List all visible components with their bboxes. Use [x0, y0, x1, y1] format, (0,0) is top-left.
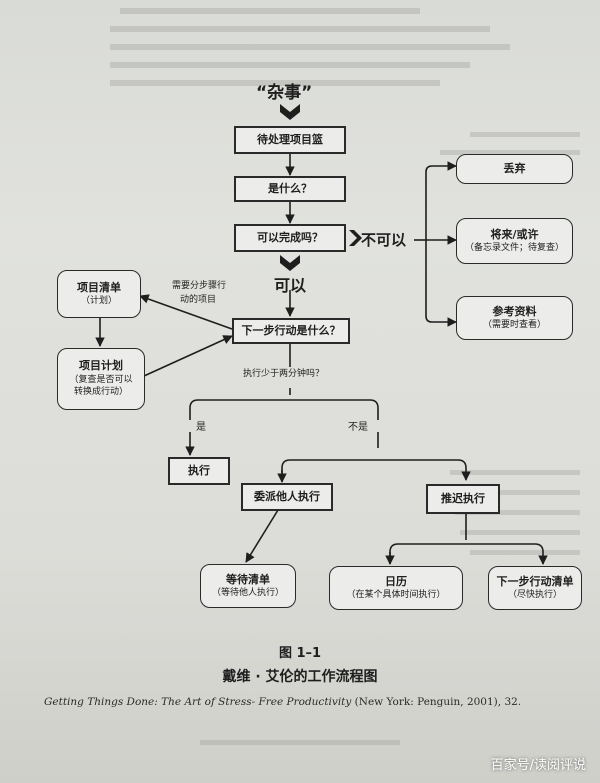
inbox-box: 待处理项目篮 [234, 126, 346, 154]
two-minutes-question: 执行少于两分钟吗？ [243, 369, 325, 379]
waiting-sublabel: （等待他人执行） [211, 588, 284, 599]
next-action-box: 下一步行动是什么？ [232, 318, 350, 344]
trash-box: 丢弃 [456, 154, 573, 184]
chevron-right-icon [349, 230, 362, 246]
calendar-sublabel: （在某个具体时间执行） [346, 590, 446, 601]
source-book-title: Getting Things Done: The Art of Stress- … [44, 696, 352, 708]
projects-label: 项目清单 [77, 280, 121, 294]
someday-sublabel: （备忘录文件；待复查） [464, 243, 564, 254]
next-actions-sublabel: （尽快执行） [507, 590, 562, 601]
diagram-title: “杂事” [256, 83, 313, 103]
arrow-to-reference [425, 240, 457, 327]
actionable-label: 可以完成吗？ [257, 230, 323, 244]
actionable-yes-label: 可以 [274, 276, 307, 295]
project-plan-sublabel-1: （复查是否可以 [69, 375, 133, 386]
delegate-box: 委派他人执行 [241, 483, 333, 511]
not-actionable-label: 不可以 [361, 231, 407, 249]
figure-number: 图 1–1 [278, 646, 322, 661]
projects-box: 项目清单 （计划） [57, 270, 141, 318]
arrow-to-projects [139, 294, 233, 330]
reference-box: 参考资料 （需要时查看） [456, 296, 573, 340]
waiting-label: 等待清单 [226, 572, 270, 586]
multi-step-label-2: 动的项目 [180, 295, 217, 305]
yes-label: 是 [196, 422, 206, 433]
arrow-to-trash [425, 161, 457, 240]
branch-delegate-defer [281, 459, 471, 481]
source-publication: (New York: Penguin, 2001), 32. [351, 696, 522, 708]
project-plan-box: 项目计划 （复查是否可以 转换成行动） [57, 348, 145, 410]
next-actions-label: 下一步行动清单 [496, 574, 574, 588]
branch-defer [389, 514, 543, 564]
defer-box: 推迟执行 [426, 484, 500, 514]
reference-label: 参考资料 [492, 304, 537, 318]
figure-title: 戴维 · 艾伦的工作流程图 [222, 669, 378, 685]
next-actions-box: 下一步行动清单 （尽快执行） [488, 566, 582, 610]
projects-sublabel: （计划） [80, 296, 117, 307]
calendar-box: 日历 （在某个具体时间执行） [329, 566, 463, 610]
arrow-delegate-waiting [245, 509, 279, 563]
someday-label: 将来/或许 [490, 227, 539, 241]
project-plan-sublabel-2: 转换成行动） [73, 387, 128, 398]
no-label: 不是 [348, 422, 368, 433]
actionable-box: 可以完成吗？ [234, 224, 346, 252]
multi-step-label-1: 需要分步骤行 [172, 281, 227, 291]
branch-two-minutes [189, 388, 379, 420]
reference-sublabel: （需要时查看） [482, 320, 546, 331]
project-plan-label: 项目计划 [79, 359, 123, 373]
next-action-label: 下一步行动是什么？ [241, 323, 341, 337]
waiting-box: 等待清单 （等待他人执行） [200, 564, 296, 608]
what-box: 是什么？ [234, 176, 346, 202]
defer-label: 推迟执行 [441, 491, 485, 505]
do-it-label: 执行 [188, 463, 210, 477]
arrow-plan-next [143, 335, 233, 377]
inbox-label: 待处理项目篮 [257, 132, 323, 146]
figure-source: Getting Things Done: The Art of Stress- … [44, 696, 521, 708]
chevron-down-icon [280, 255, 300, 271]
trash-label: 丢弃 [503, 161, 526, 175]
what-label: 是什么？ [268, 181, 312, 195]
calendar-label: 日历 [385, 574, 407, 588]
watermark: 百家号/读阅评说 [490, 758, 586, 773]
someday-box: 将来/或许 （备忘录文件；待复查） [456, 218, 573, 264]
delegate-label: 委派他人执行 [254, 489, 320, 503]
chevron-down-icon [280, 104, 300, 120]
do-it-box: 执行 [168, 457, 230, 485]
